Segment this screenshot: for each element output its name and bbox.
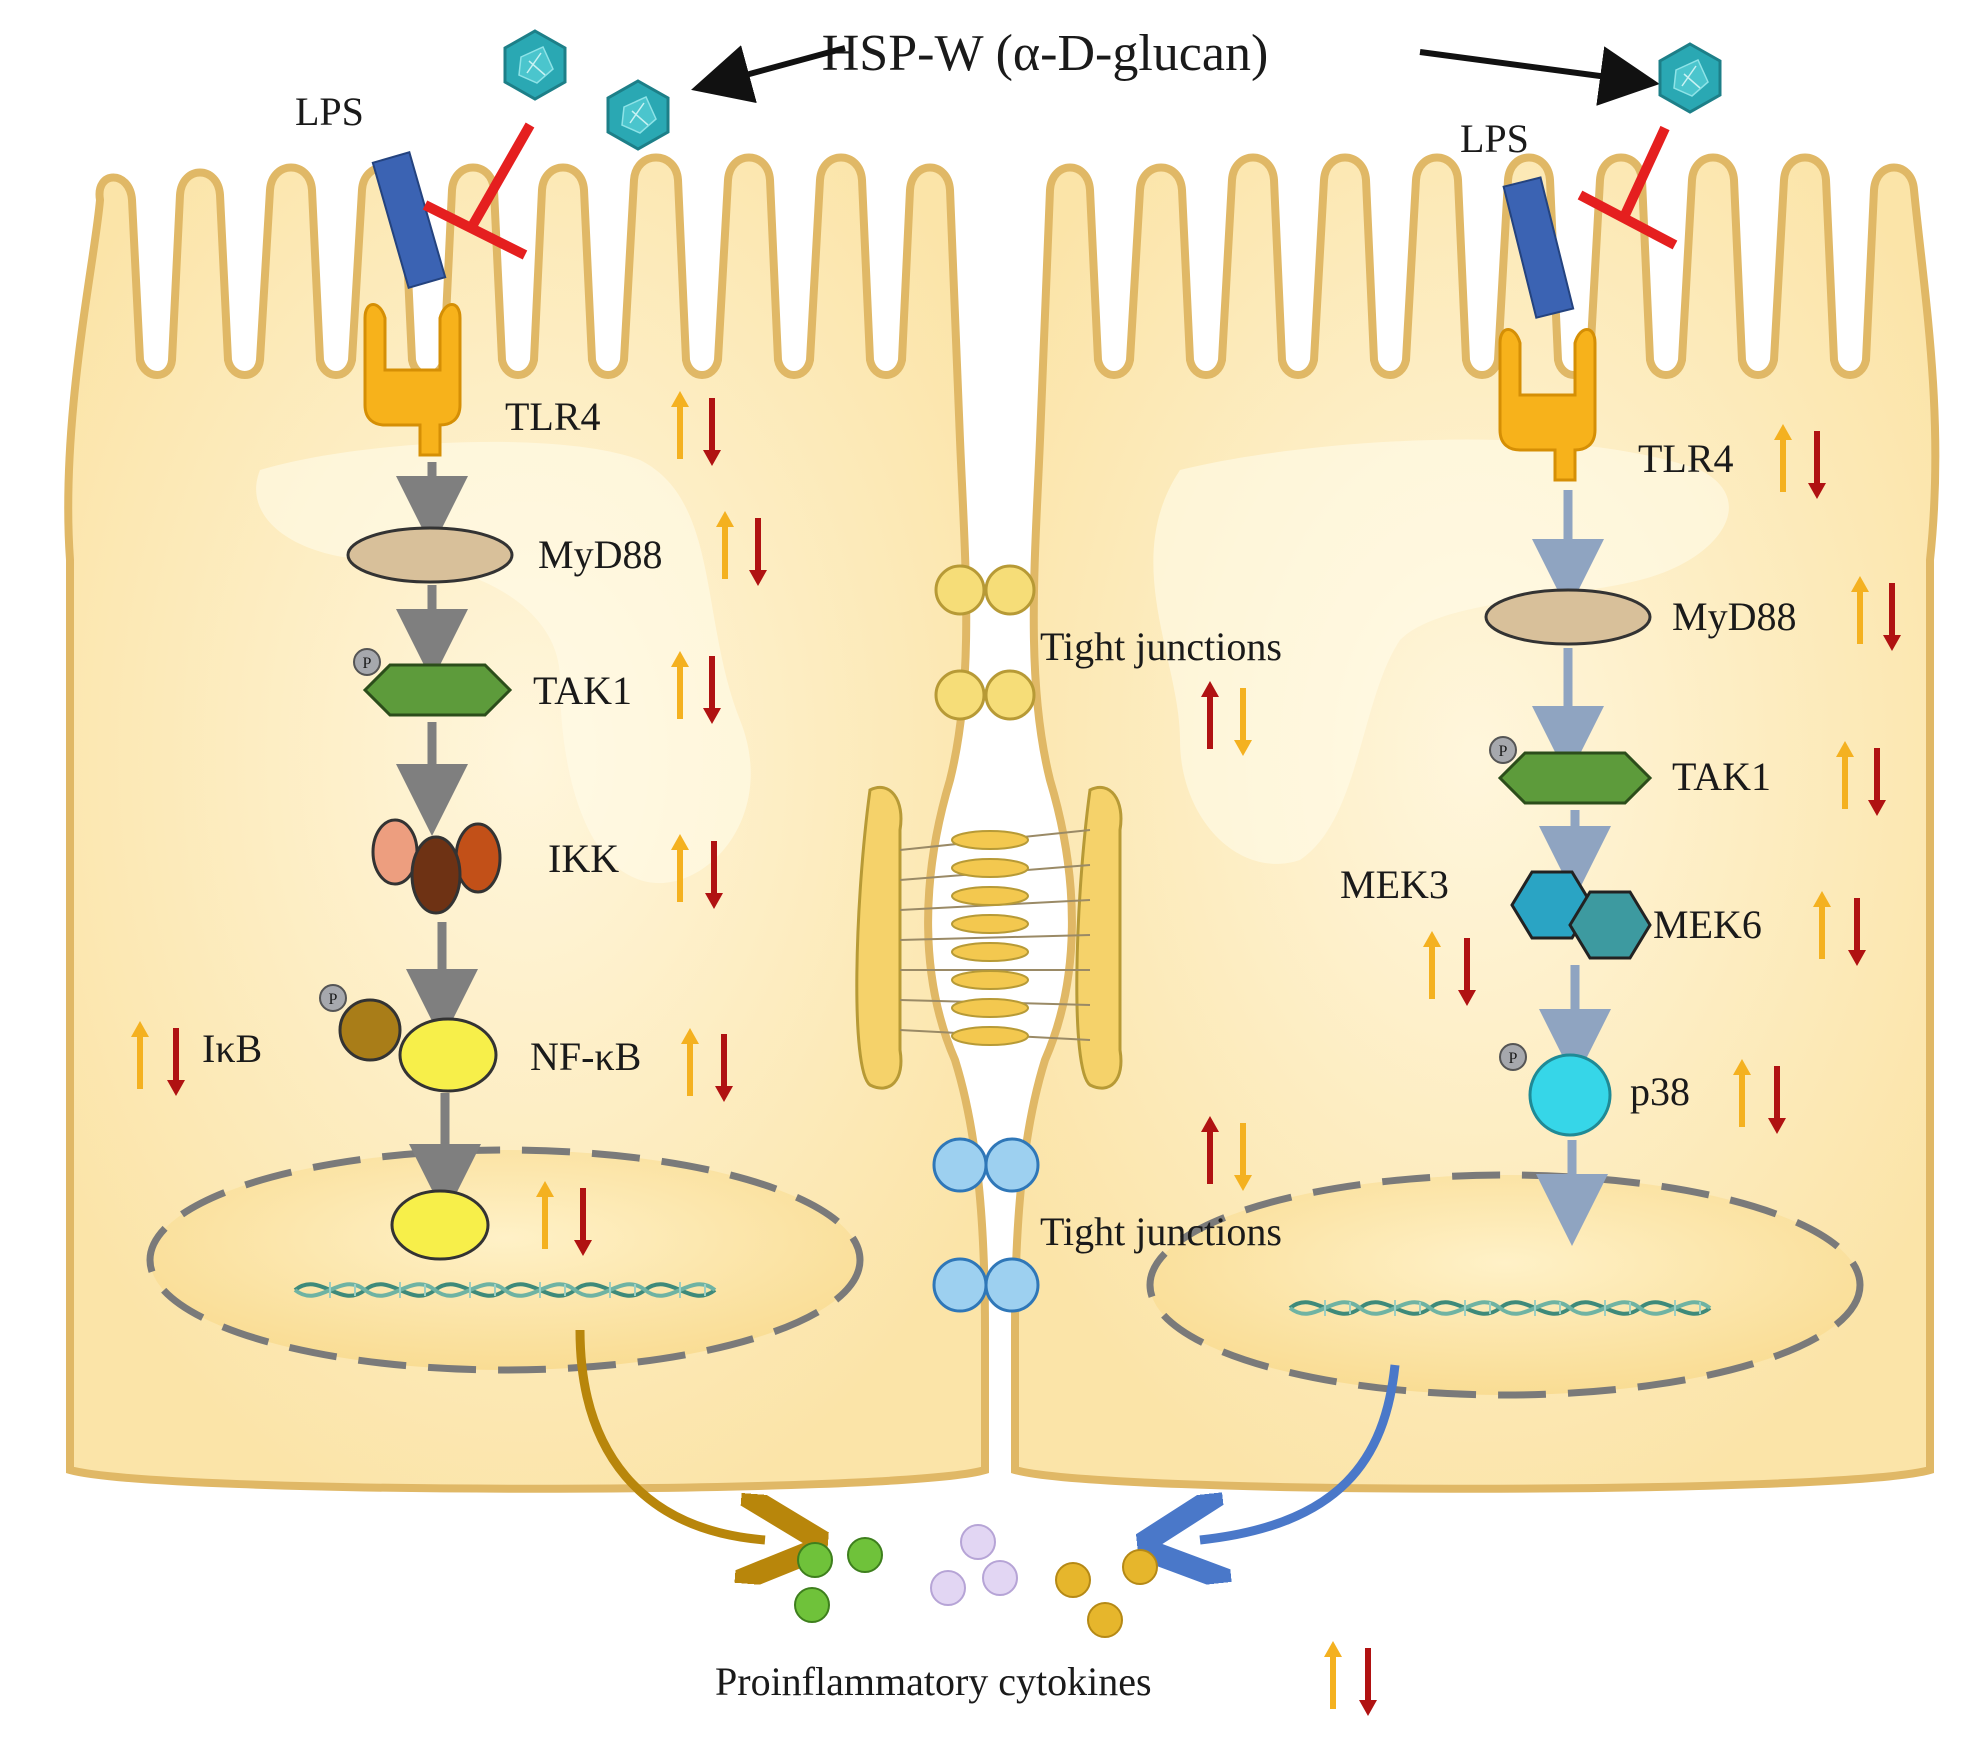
left-nucleus bbox=[146, 1146, 864, 1374]
tight-junctions-bottom-label: Tight junctions bbox=[1040, 1209, 1282, 1254]
tight-junctions-top-label: Tight junctions bbox=[1040, 624, 1282, 669]
tak1-left-icon bbox=[362, 663, 513, 717]
myd88-left-icon bbox=[346, 526, 514, 584]
tlr4-right-label: TLR4 bbox=[1638, 436, 1734, 481]
tak1-right-label: TAK1 bbox=[1672, 754, 1771, 799]
tak1-right-icon bbox=[1497, 751, 1653, 805]
phospho-tak1-right-label: P bbox=[1499, 743, 1508, 760]
cytokines-icon bbox=[794, 1524, 1158, 1638]
ikk-icon bbox=[371, 818, 502, 915]
p38-label: p38 bbox=[1630, 1069, 1690, 1114]
myd88-right-icon bbox=[1484, 588, 1652, 646]
glucan-icon-3 bbox=[1658, 42, 1722, 114]
ikb-icon bbox=[338, 998, 402, 1062]
nfkb-label: NF-κB bbox=[530, 1034, 641, 1079]
inhibition-left-bar bbox=[422, 200, 528, 260]
inhibition-right-bar bbox=[1577, 190, 1678, 250]
lps-right-label: LPS bbox=[1460, 116, 1529, 161]
tight-junction-bottom-icon bbox=[932, 1137, 1040, 1313]
phospho-tak1-right-icon bbox=[1489, 736, 1517, 764]
tlr4-left-icon bbox=[363, 303, 462, 457]
ikk-label: IKK bbox=[548, 836, 619, 881]
nfkb-nuclear-icon bbox=[390, 1189, 490, 1261]
cytokines-up-arrow-icon bbox=[1324, 1641, 1342, 1709]
lps-right-icon bbox=[1502, 176, 1575, 319]
cytokines-label: Proinflammatory cytokines bbox=[715, 1659, 1152, 1704]
phospho-p38-icon bbox=[1499, 1043, 1527, 1071]
tlr4-left-label: TLR4 bbox=[505, 394, 601, 439]
myd88-right-label: MyD88 bbox=[1672, 594, 1796, 639]
phospho-ikb-label: P bbox=[329, 991, 338, 1008]
lps-left-label: LPS bbox=[295, 89, 364, 134]
phospho-tak1-left-label: P bbox=[363, 655, 372, 672]
tight-junction-top-icon bbox=[934, 564, 1036, 721]
cytokine-arrow-left bbox=[575, 1329, 765, 1540]
glucan-icon-1 bbox=[503, 29, 567, 101]
mek6-icon bbox=[1568, 890, 1652, 960]
glucan-icon-2 bbox=[606, 79, 670, 151]
mek3-label: MEK3 bbox=[1340, 862, 1449, 907]
ikb-label: IκB bbox=[202, 1026, 262, 1071]
mek6-label: MEK6 bbox=[1653, 902, 1762, 947]
phospho-p38-label: P bbox=[1509, 1050, 1518, 1067]
lps-left-icon bbox=[371, 151, 447, 289]
right-nucleus bbox=[1146, 1171, 1864, 1399]
inhibition-left-line bbox=[465, 122, 535, 233]
title-arrow-left bbox=[691, 45, 846, 104]
title-arrow-right bbox=[1419, 46, 1660, 106]
tak1-left-label: TAK1 bbox=[533, 668, 632, 713]
nfkb-icon bbox=[398, 1017, 498, 1093]
phospho-tak1-left-icon bbox=[353, 648, 381, 676]
tlr4-right-icon bbox=[1498, 328, 1597, 482]
myd88-left-label: MyD88 bbox=[538, 532, 662, 577]
phospho-ikb-icon bbox=[319, 984, 347, 1012]
diagram-title: HSP-W (α-D-glucan) bbox=[822, 25, 1269, 82]
cytokine-arrow-right bbox=[1200, 1364, 1400, 1540]
cytokines-down-arrow-icon bbox=[1359, 1648, 1377, 1716]
p38-icon bbox=[1528, 1053, 1612, 1137]
inhibition-right-line bbox=[1620, 125, 1670, 218]
desmosome-icon bbox=[855, 786, 1123, 1090]
